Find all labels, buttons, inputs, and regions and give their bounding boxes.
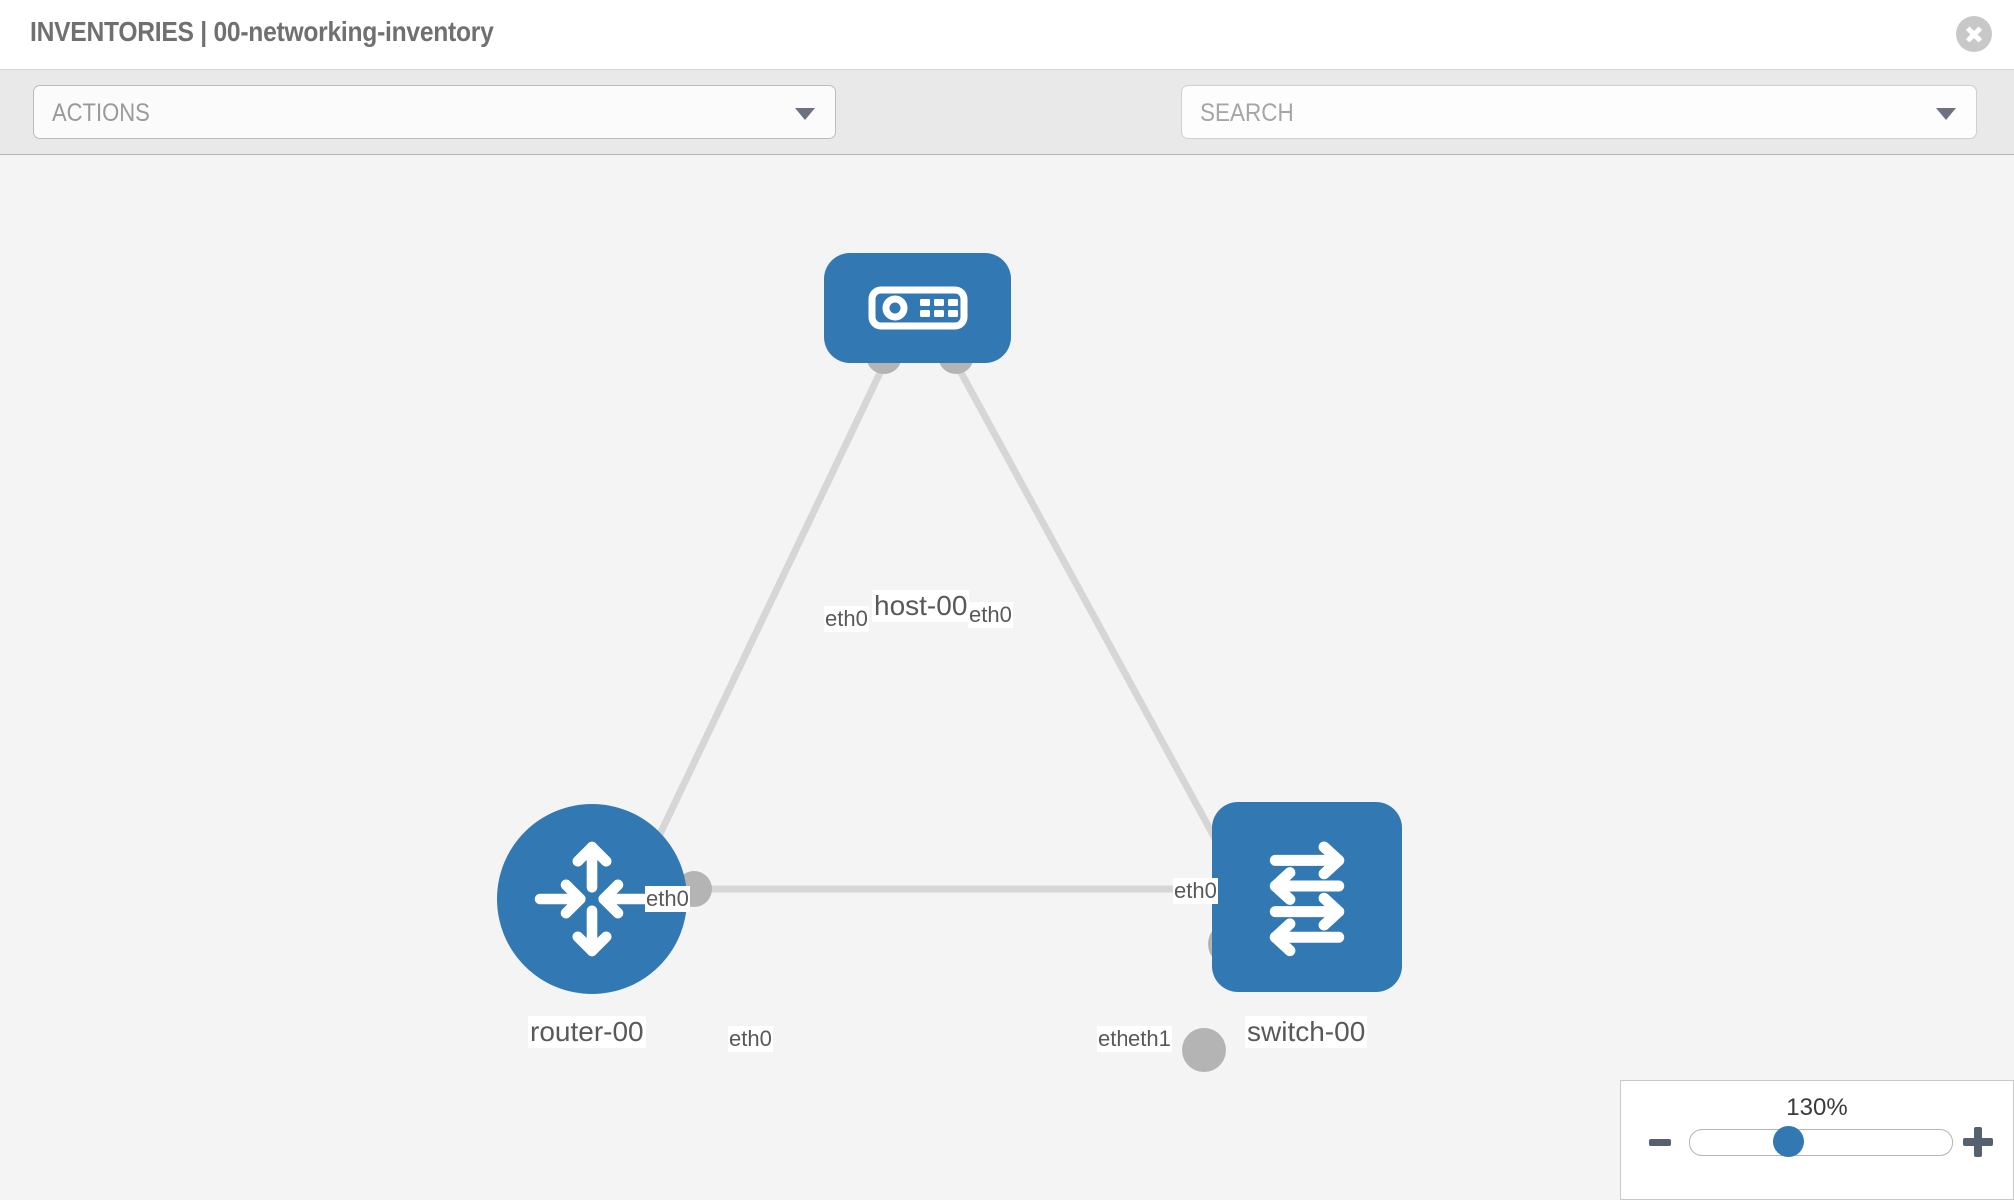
node-switch-00-shape[interactable] (1212, 802, 1402, 992)
edge-label-switch00-host00: eth0 (1173, 878, 1218, 904)
zoom-slider-thumb[interactable] (1773, 1126, 1804, 1157)
edge-host00-switch00[interactable] (948, 354, 1234, 868)
page-header: INVENTORIES | 00-networking-inventory (0, 0, 2014, 70)
search-input[interactable]: SEARCH (1181, 85, 1977, 139)
port-switch00-left[interactable] (1182, 1028, 1226, 1072)
plus-icon-horizontal (1963, 1138, 1993, 1146)
edge-label-host00-router00: eth0 (824, 606, 869, 632)
edge-label-router00-switch00: eth0 (728, 1026, 773, 1052)
topology-canvas[interactable]: host-00 router-00 (0, 156, 2014, 1200)
node-switch-00-label: switch-00 (1245, 1016, 1368, 1048)
edge-host00-router00[interactable] (636, 354, 892, 878)
search-placeholder: SEARCH (1200, 99, 1294, 127)
zoom-slider-track[interactable] (1689, 1129, 1953, 1156)
minus-icon[interactable] (1649, 1139, 1671, 1146)
node-router-00-shape[interactable] (497, 804, 687, 994)
actions-dropdown[interactable]: ACTIONS (33, 85, 836, 139)
node-router-00-label: router-00 (528, 1016, 646, 1048)
server-icon (868, 286, 967, 330)
plus-icon[interactable] (1963, 1127, 1993, 1157)
edge-label-router00-host00: eth0 (645, 886, 690, 912)
zoom-panel: 130% (1620, 1080, 2014, 1200)
close-icon[interactable] (1956, 16, 1992, 52)
edge-label-host00-switch00: eth0 (968, 602, 1013, 628)
node-host-00-label: host-00 (872, 590, 970, 622)
switch-arrows-icon (1269, 841, 1345, 957)
actions-dropdown-label: ACTIONS (52, 99, 150, 127)
chevron-down-icon (1936, 108, 1956, 120)
edge-label-switch00-router00: eth1 (1127, 1026, 1172, 1052)
toolbar: ACTIONS SEARCH (0, 70, 2014, 194)
router-arrows-icon (534, 841, 650, 957)
node-host-00-shape[interactable] (824, 253, 1011, 363)
chevron-down-icon (795, 108, 815, 120)
page-title: INVENTORIES | 00-networking-inventory (30, 16, 494, 47)
zoom-level-value: 130% (1786, 1094, 1848, 1121)
topology-edges (636, 354, 1234, 893)
